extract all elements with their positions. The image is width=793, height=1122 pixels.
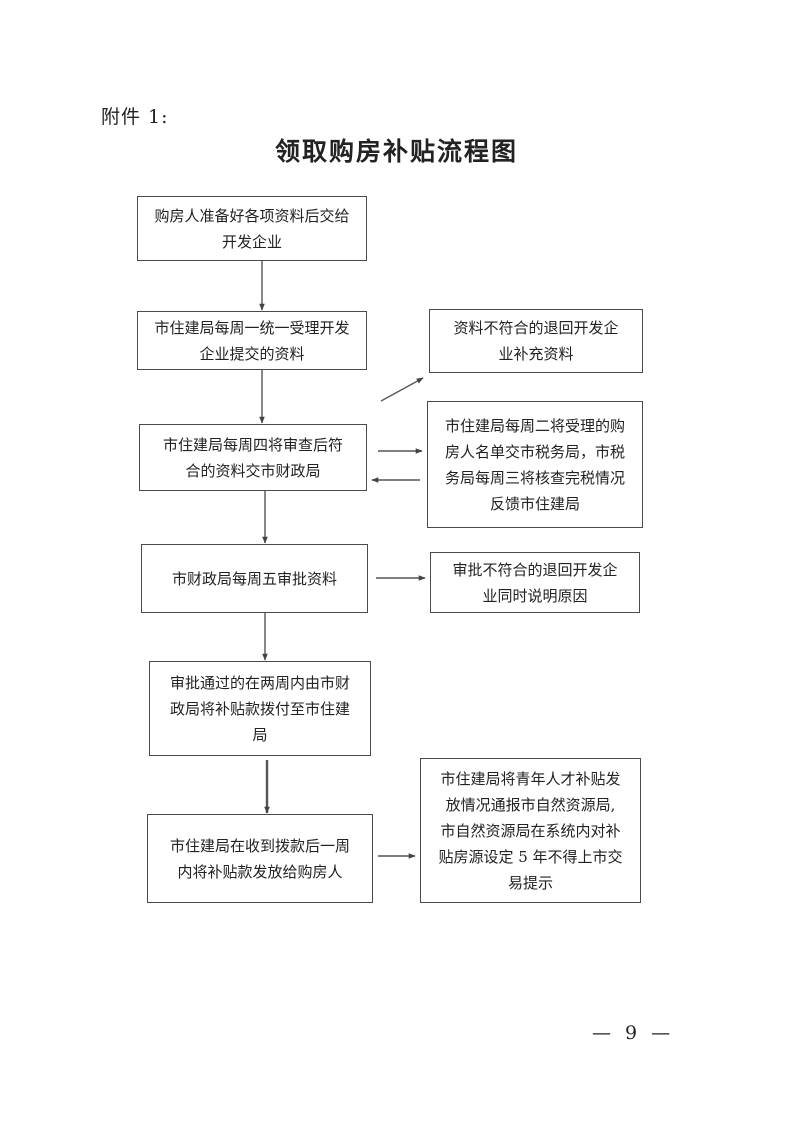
flow-step-submit-docs: 购房人准备好各项资料后交给开发企业 xyxy=(137,196,367,261)
flow-step-friday-approve: 市财政局每周五审批资料 xyxy=(141,544,368,613)
side-box-reject-notice: 审批不符合的退回开发企业同时说明原因 xyxy=(430,552,640,613)
flow-step-fund-allocation: 审批通过的在两周内由市财政局将补贴款拨付至市住建局 xyxy=(149,661,371,756)
side-box-return-docs: 资料不符合的退回开发企业补充资料 xyxy=(429,309,643,373)
page-title: 领取购房补贴流程图 xyxy=(274,137,518,166)
flow-step-monday-accept: 市住建局每周一统一受理开发企业提交的资料 xyxy=(137,311,367,370)
attachment-label: 附件 1: xyxy=(101,106,169,128)
side-box-resource-bureau-notice: 市住建局将青年人才补贴发放情况通报市自然资源局,市自然资源局在系统内对补贴房源设… xyxy=(420,758,641,903)
flow-step-thursday-transfer: 市住建局每周四将审查后符合的资料交市财政局 xyxy=(139,424,367,491)
flow-step-pay-buyer: 市住建局在收到拨款后一周内将补贴款发放给购房人 xyxy=(147,814,373,903)
side-box-tax-check: 市住建局每周二将受理的购房人名单交市税务局，市税务局每周三将核查完税情况反馈市住… xyxy=(427,401,643,528)
page-number: — 9 — xyxy=(592,1022,675,1044)
arrow-to-return-docs xyxy=(380,377,424,402)
